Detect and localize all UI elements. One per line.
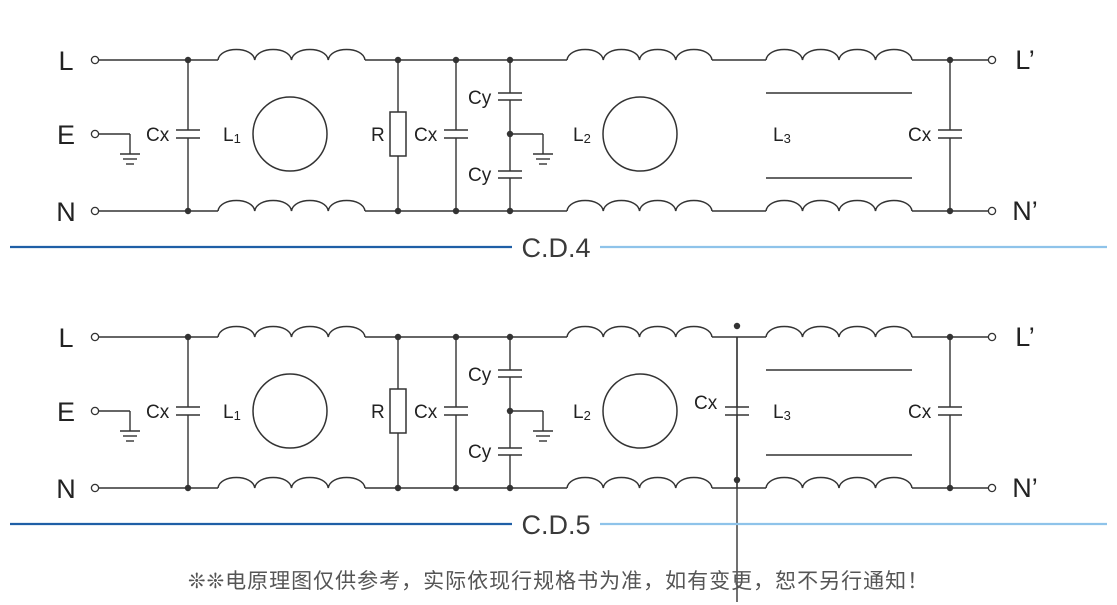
resistor-r [389, 388, 407, 434]
terminal-label-e: E [57, 120, 75, 150]
label-r: R [371, 402, 385, 423]
terminal-label-n: N [56, 197, 76, 227]
label-l3-main: L [773, 125, 784, 146]
terminal-circle [90, 129, 100, 139]
inductor-l1-bottom [217, 476, 366, 489]
terminal-circle [987, 206, 997, 216]
junction-dot [733, 322, 741, 330]
label-l1: L1 [223, 125, 241, 146]
label-r: R [371, 125, 385, 146]
label-l1-subscript: 1 [234, 131, 241, 146]
inductor-l1-bottom [217, 199, 366, 212]
label-cy-top: Cy [468, 365, 492, 386]
terminal-label-l: L [58, 46, 73, 76]
label-cx1: Cx [146, 125, 170, 146]
label-cy-bottom: Cy [468, 165, 492, 186]
label-l3-subscript: 3 [784, 131, 791, 146]
terminal-label-n-prime: N’ [1012, 196, 1038, 226]
label-l3-main: L [773, 402, 784, 423]
label-l2: L2 [573, 125, 591, 146]
label-l1: L1 [223, 402, 241, 423]
diagram-caption: C.D.4 [521, 233, 590, 263]
label-cx2: Cx [414, 402, 438, 423]
terminal-label-l-prime: L’ [1015, 322, 1035, 352]
terminal-circle [90, 206, 100, 216]
label-l2-subscript: 2 [584, 131, 591, 146]
inductor-l1-top [217, 48, 366, 61]
label-cy-top: Cy [468, 88, 492, 109]
terminal-label-l-prime: L’ [1015, 45, 1035, 75]
label-cx-out: Cx [908, 402, 932, 423]
terminal-circle [987, 332, 997, 342]
terminal-label-e: E [57, 397, 75, 427]
label-cy-bottom: Cy [468, 442, 492, 463]
label-l2-main: L [573, 402, 584, 423]
label-l3-subscript: 3 [784, 408, 791, 423]
terminal-circle [90, 55, 100, 65]
label-cx-mid: Cx [694, 393, 718, 414]
inductor-l1-core [252, 96, 328, 172]
label-cx-out: Cx [908, 125, 932, 146]
inductor-l2-core [602, 96, 678, 172]
label-l1-main: L [223, 402, 234, 423]
inductor-l3-bottom [765, 199, 913, 212]
terminal-label-l: L [58, 323, 73, 353]
inductor-l2-bottom [566, 199, 713, 212]
label-l2-subscript: 2 [584, 408, 591, 423]
inductor-l2-top [566, 48, 713, 61]
terminal-label-n-prime: N’ [1012, 473, 1038, 503]
inductor-l2-core [602, 373, 678, 449]
label-l2: L2 [573, 402, 591, 423]
resistor-r [389, 111, 407, 157]
inductor-l2-top [566, 325, 713, 338]
terminal-label-n: N [56, 474, 76, 504]
label-l3: L3 [773, 402, 791, 423]
junction-dot [733, 476, 741, 484]
inductor-l2-bottom [566, 476, 713, 489]
inductor-l1-top [217, 325, 366, 338]
label-l2-main: L [573, 125, 584, 146]
terminal-circle [90, 332, 100, 342]
terminal-circle [90, 406, 100, 416]
label-cx1: Cx [146, 402, 170, 423]
terminal-circle [90, 483, 100, 493]
label-l1-main: L [223, 125, 234, 146]
diagram-caption: C.D.5 [521, 510, 590, 540]
inductor-l3-top [765, 325, 913, 338]
inductor-l3-bottom [765, 476, 913, 489]
inductor-l1-core [252, 373, 328, 449]
terminal-circle [987, 483, 997, 493]
terminal-circle [987, 55, 997, 65]
label-l1-subscript: 1 [234, 408, 241, 423]
label-cx2: Cx [414, 125, 438, 146]
inductor-l3-top [765, 48, 913, 61]
label-l3: L3 [773, 125, 791, 146]
footer-note: ❊❊电原理图仅供参考，实际依现行规格书为准，如有变更，恕不另行通知！ [187, 569, 930, 593]
